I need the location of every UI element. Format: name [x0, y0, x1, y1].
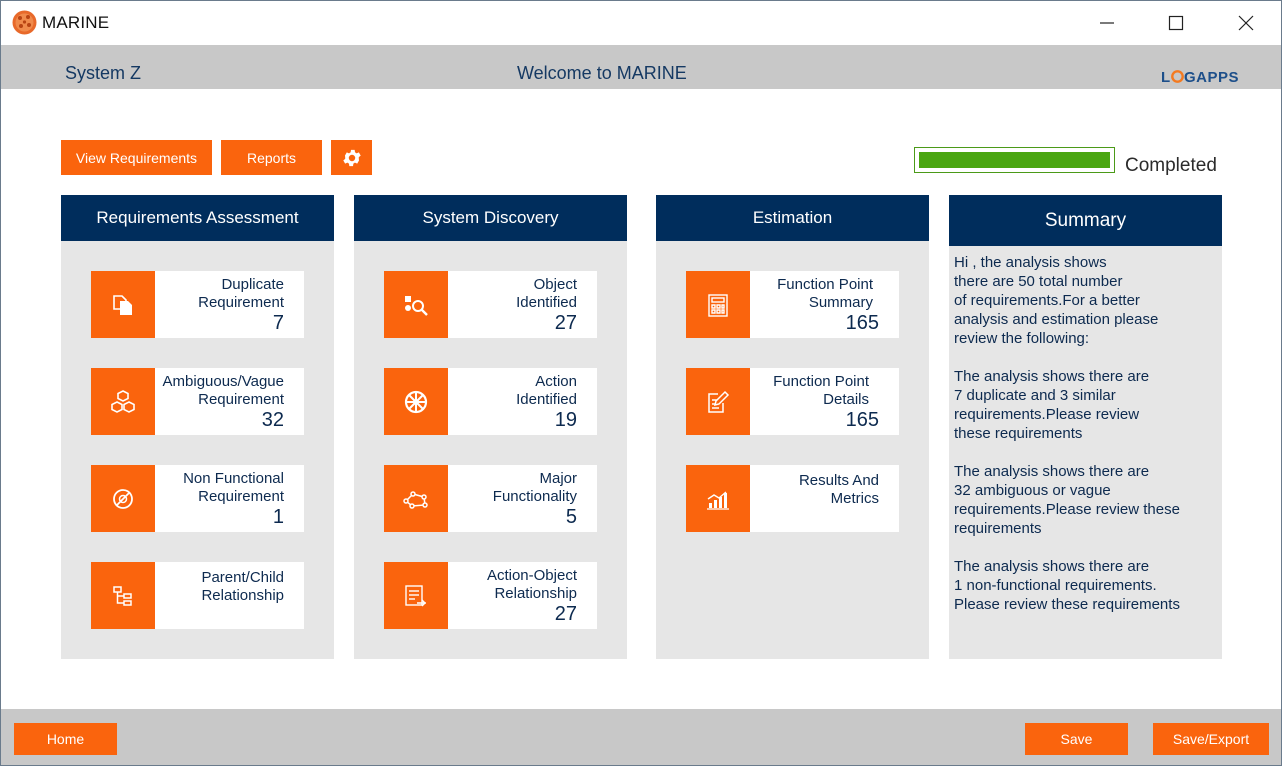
card-function-point-summary[interactable]: Function Point Summary 165 — [686, 271, 899, 338]
card-value: 7 — [272, 312, 284, 334]
object-search-icon — [405, 295, 428, 316]
card-label: Results And Metrics — [798, 472, 879, 507]
no-function-icon — [113, 488, 133, 509]
card-function-point-details[interactable]: Function Point Details 165 — [686, 368, 899, 435]
gear-icon — [342, 149, 361, 166]
panel-title: Requirements Assessment — [61, 195, 334, 241]
bar-chart-icon — [707, 490, 729, 510]
card-value: 32 — [261, 409, 284, 431]
system-name: System Z — [65, 63, 142, 83]
card-value: 1 — [272, 506, 284, 528]
card-parent-child-relationship[interactable]: Parent/Child Relationship — [91, 562, 304, 629]
summary-panel: Summary Hi , the analysis shows there ar… — [949, 195, 1222, 659]
footer-band: Home Save Save/Export — [1, 709, 1281, 765]
document-link-icon — [405, 584, 426, 606]
system-discovery-panel: System Discovery Object Identified 27 — [354, 195, 627, 659]
card-value: 27 — [554, 603, 577, 625]
card-label: Major Functionality — [492, 470, 577, 505]
view-requirements-button[interactable]: View Requirements — [61, 140, 212, 175]
close-icon — [1238, 15, 1254, 31]
progress-fill — [919, 152, 1110, 168]
card-label: Action-Object Relationship — [486, 567, 577, 602]
progress-status-label: Completed — [1125, 155, 1217, 176]
close-button[interactable] — [1212, 1, 1280, 45]
card-object-identified[interactable]: Object Identified 27 — [384, 271, 597, 338]
panel-title: System Discovery — [354, 195, 627, 241]
card-value: 19 — [554, 409, 577, 431]
card-value: 165 — [845, 409, 879, 431]
reports-button[interactable]: Reports — [221, 140, 322, 175]
minimize-button[interactable] — [1073, 1, 1141, 45]
svg-text:L: L — [1161, 69, 1171, 85]
cubes-icon — [111, 389, 135, 413]
card-label: Duplicate Requirement — [198, 276, 284, 311]
card-value: 165 — [845, 312, 879, 334]
svg-text:GAPPS: GAPPS — [1184, 69, 1239, 85]
welcome-title: Welcome to MARINE — [517, 63, 687, 83]
card-value: 5 — [565, 506, 577, 528]
card-label: Function Point Summary — [777, 276, 873, 311]
panel-title: Estimation — [656, 195, 929, 241]
maximize-button[interactable] — [1142, 1, 1210, 45]
documents-icon — [113, 294, 132, 315]
home-button[interactable]: Home — [14, 723, 117, 755]
wheel-icon — [404, 390, 428, 413]
card-action-object-relationship[interactable]: Action-Object Relationship 27 — [384, 562, 597, 629]
card-results-and-metrics[interactable]: Results And Metrics — [686, 465, 899, 532]
card-label: Action Identified — [516, 373, 577, 408]
card-value: 27 — [554, 312, 577, 334]
card-label: Parent/Child Relationship — [201, 569, 284, 604]
network-icon — [403, 490, 428, 509]
card-label: Ambiguous/Vague Requirement — [162, 373, 284, 408]
title-bar: MARINE — [1, 1, 1281, 45]
settings-button[interactable] — [331, 140, 372, 175]
card-action-identified[interactable]: Action Identified 19 — [384, 368, 597, 435]
card-label: Non Functional Requirement — [183, 470, 284, 505]
card-label: Object Identified — [516, 276, 577, 311]
hierarchy-icon — [113, 585, 132, 606]
app-logo-icon — [12, 10, 37, 35]
estimation-panel: Estimation Function Point Summary 165 — [656, 195, 929, 659]
save-export-button[interactable]: Save/Export — [1153, 723, 1269, 755]
minimize-icon — [1100, 22, 1114, 24]
edit-document-icon — [708, 390, 730, 413]
save-button[interactable]: Save — [1025, 723, 1128, 755]
card-ambiguous-requirement[interactable]: Ambiguous/Vague Requirement 32 — [91, 368, 304, 435]
window-title: MARINE — [42, 13, 110, 32]
logapps-logo: L GAPPS — [1161, 69, 1239, 85]
card-major-functionality[interactable]: Major Functionality 5 — [384, 465, 597, 532]
panel-title: Summary — [949, 195, 1222, 246]
maximize-icon — [1168, 15, 1184, 31]
summary-text: Hi , the analysis shows there are 50 tot… — [954, 254, 1180, 613]
requirements-assessment-panel: Requirements Assessment Duplicate Requir… — [61, 195, 334, 659]
header-band: System Z Welcome to MARINE L GAPPS — [1, 45, 1281, 89]
card-label: Function Point Details — [773, 373, 869, 408]
analysis-progress-bar — [914, 147, 1115, 173]
card-non-functional-requirement[interactable]: Non Functional Requirement 1 — [91, 465, 304, 532]
card-duplicate-requirement[interactable]: Duplicate Requirement 7 — [91, 271, 304, 338]
calculator-icon — [708, 293, 728, 317]
